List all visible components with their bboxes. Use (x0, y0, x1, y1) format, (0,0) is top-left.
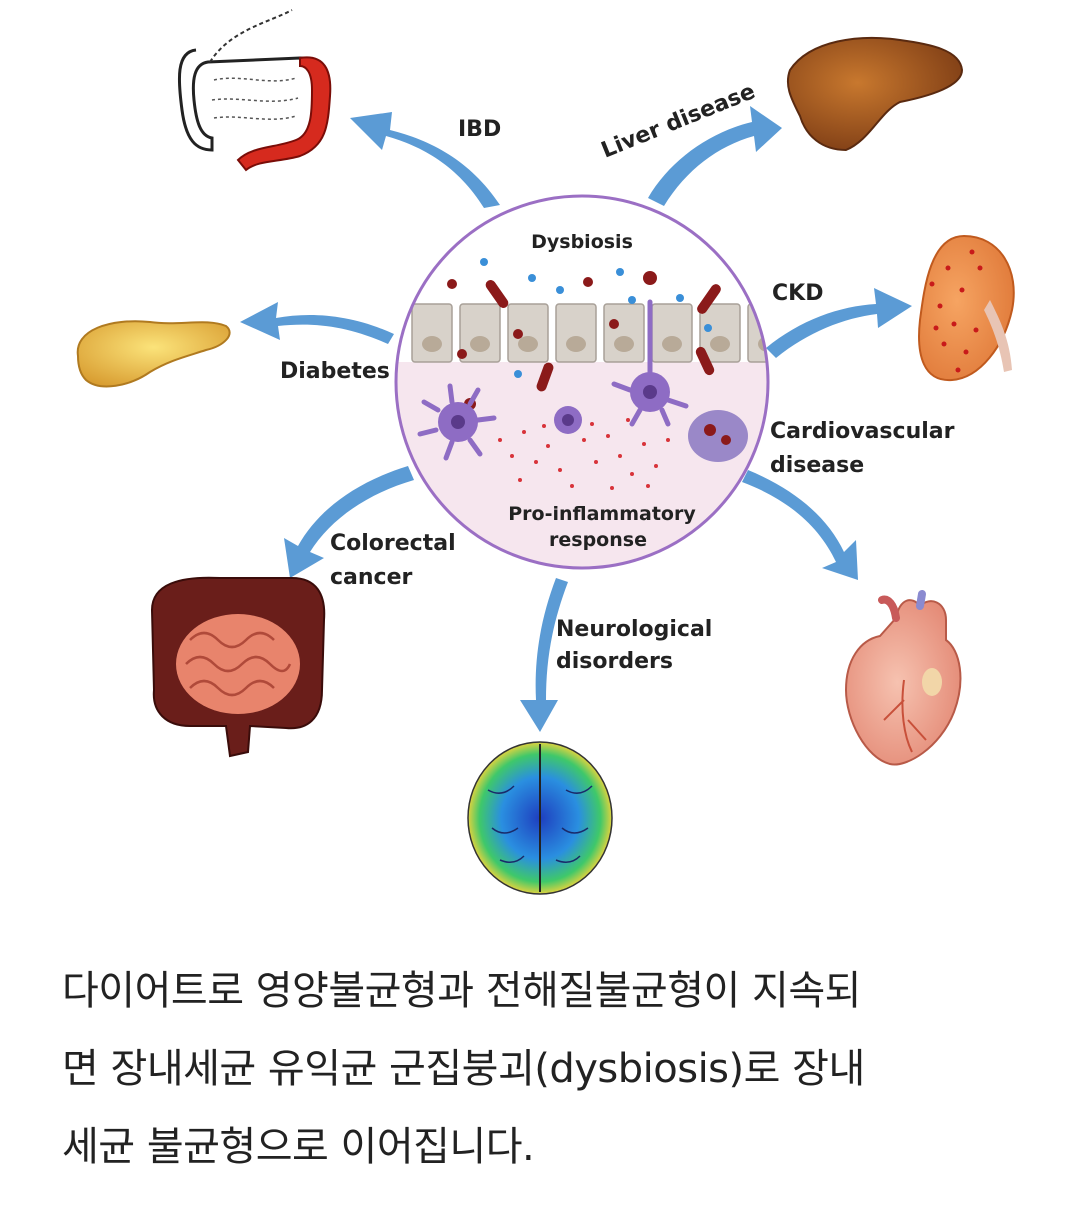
caption-line-1: 다이어트로 영양불균형과 전해질불균형이 지속되 (62, 968, 861, 1014)
label-colorectal-line2: cancer (330, 565, 413, 590)
arrow-colorectal (284, 466, 414, 578)
label-diabetes: Diabetes (280, 359, 390, 384)
dysbiosis-circle: Dysbiosis Pro-inflammatory response (394, 194, 770, 570)
center-top-label: Dysbiosis (531, 231, 633, 253)
epithelial-layer (411, 303, 768, 363)
label-ckd: CKD (772, 281, 823, 306)
heart-illustration (844, 590, 962, 766)
caption-text: 다이어트로 영양불균형과 전해질불균형이 지속되 면 장내세균 유익균 군집붕괴… (62, 952, 1022, 1186)
arrow-ckd (766, 288, 912, 358)
label-neuro-line2: disorders (556, 649, 673, 674)
arrow-cardio (742, 470, 858, 580)
label-colorectal-line1: Colorectal (330, 531, 456, 556)
liver-illustration (786, 36, 964, 152)
label-liver: Liver disease (598, 79, 759, 163)
immune-cells (417, 299, 748, 462)
label-ibd: IBD (458, 117, 501, 142)
arrow-neuro (520, 578, 568, 732)
caption-line-2: 면 장내세균 유익균 군집붕괴(dysbiosis)로 장내 (62, 1046, 865, 1092)
arrow-ibd (350, 112, 500, 208)
kidney-illustration (918, 234, 1015, 382)
label-neuro-line1: Neurological (556, 617, 712, 642)
center-bottom-label-line2: response (549, 529, 647, 551)
brain-illustration (467, 741, 613, 895)
pancreas-illustration (76, 320, 231, 388)
label-cardio-line1: Cardiovascular (770, 419, 955, 444)
center-bottom-label-line1: Pro-inflammatory (508, 503, 696, 525)
dysbiosis-diagram: Dysbiosis Pro-inflammatory response IBD … (76, 9, 1015, 895)
arrows (240, 106, 912, 732)
cytokines (498, 418, 670, 490)
arrow-diabetes (240, 302, 394, 344)
caption-line-3: 세균 불균형으로 이어집니다. (62, 1124, 535, 1170)
intestine-illustration (150, 576, 326, 758)
label-cardio-line2: disease (770, 453, 864, 478)
arrow-liver (648, 106, 782, 206)
bacteria (447, 271, 721, 410)
colon-ibd-illustration (177, 9, 332, 172)
